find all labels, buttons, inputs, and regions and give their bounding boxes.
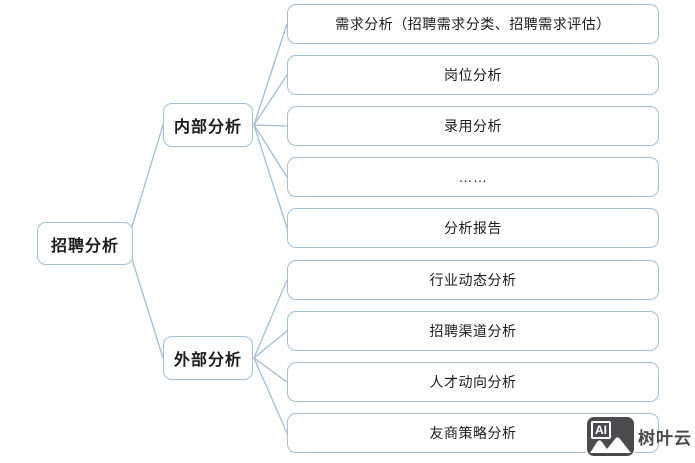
leaf-node-label: 友商策略分析: [429, 425, 517, 441]
leaf-node-analysis-report: 分析报告: [287, 208, 659, 248]
ai-badge: AI: [591, 421, 611, 439]
leaf-node-position-analysis: 岗位分析: [287, 55, 659, 95]
ai-image-logo-icon: AI: [587, 417, 634, 456]
branch-node-external-analysis: 外部分析: [163, 336, 253, 380]
watermark: AI 树叶云: [587, 417, 692, 456]
leaf-node-label: 招聘渠道分析: [429, 323, 517, 339]
root-node-recruitment-analysis: 招聘分析: [37, 222, 133, 265]
leaf-node-industry-trends-analysis: 行业动态分析: [287, 260, 659, 300]
mountain-icon: [590, 437, 631, 453]
leaf-node-label: 行业动态分析: [429, 272, 517, 288]
root-node-label: 招聘分析: [50, 237, 119, 255]
leaf-node-demand-analysis: 需求分析（招聘需求分类、招聘需求评估）: [287, 4, 659, 44]
leaf-node-label: 分析报告: [444, 220, 502, 236]
leaf-node-label: 人才动向分析: [429, 374, 517, 390]
leaf-node-talent-movement-analysis: 人才动向分析: [287, 362, 659, 402]
leaf-node-label: 录用分析: [444, 118, 502, 134]
branch-node-label: 外部分析: [173, 352, 242, 369]
leaf-node-label: ……: [458, 169, 488, 185]
leaf-node-hiring-analysis: 录用分析: [287, 106, 659, 146]
leaf-node-ellipsis: ……: [287, 157, 659, 197]
branch-node-internal-analysis: 内部分析: [163, 103, 253, 147]
leaf-node-label: 岗位分析: [444, 67, 502, 83]
leaf-node-label: 需求分析（招聘需求分类、招聘需求评估）: [335, 16, 611, 32]
watermark-brand-text: 树叶云: [638, 429, 692, 448]
leaf-node-recruitment-channel-analysis: 招聘渠道分析: [287, 311, 659, 351]
branch-node-label: 内部分析: [173, 119, 242, 136]
